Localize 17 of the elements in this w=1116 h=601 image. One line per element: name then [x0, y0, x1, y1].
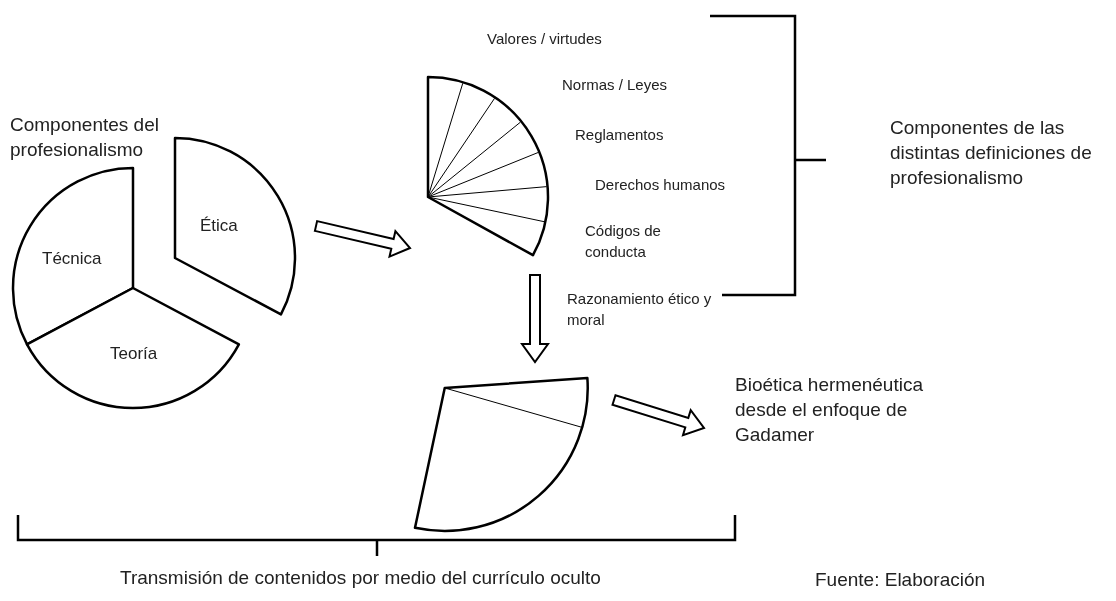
bracket-label: Componentes de las distintas definiciones de profesionalismo [890, 116, 1093, 190]
segment-label: Códigos de conducta [585, 221, 662, 262]
segment-label: Reglamentos [575, 125, 664, 145]
slice-label: Teoría [110, 343, 158, 365]
block-arrow [520, 274, 550, 364]
text-label: Bioética hermenéutica desde el enfoque de Gadamer [735, 372, 965, 447]
slice-label: Técnica [42, 248, 102, 270]
segment-label: Normas / Leyes [562, 75, 668, 95]
segment-label: Razonamiento ético y moral [567, 289, 713, 330]
segment-label: Derechos humanos [595, 175, 726, 195]
source-note: Fuente: Elaboración [815, 568, 986, 592]
slice-label: Ética [200, 215, 238, 237]
heading: Componentes del profesionalismo [10, 113, 160, 162]
caption: Transmisión de contenidos por medio del currículo oculto [120, 566, 601, 590]
block-arrow [611, 393, 706, 437]
segment-label: Valores / virtudes [487, 29, 602, 49]
block-arrow [313, 219, 412, 259]
